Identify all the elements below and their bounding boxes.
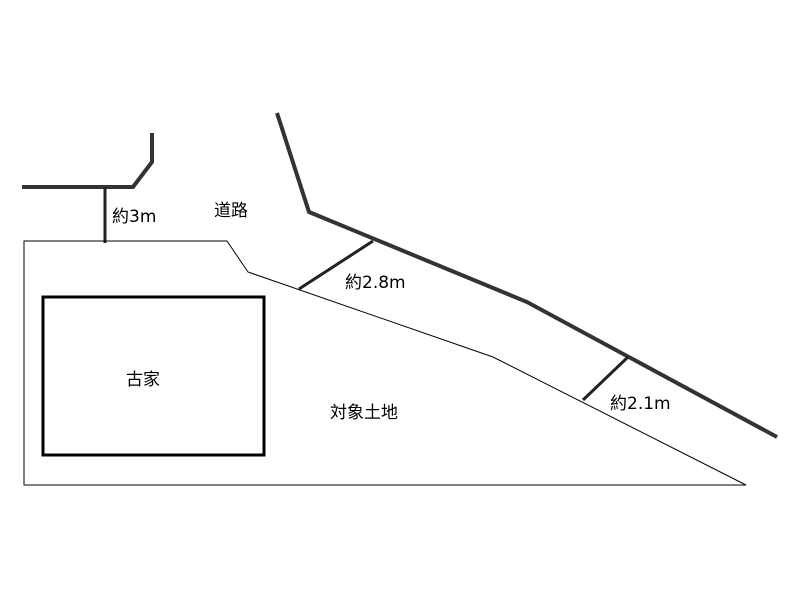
road-edge-upper-left <box>22 133 154 189</box>
old-house-label: 古家 <box>126 370 160 390</box>
target-land-outline <box>23 240 747 486</box>
road-width-label-middle: 約2.8m <box>345 273 406 293</box>
road-edge-diagonal <box>275 112 778 439</box>
road-width-marker-middle <box>298 239 374 291</box>
old-house-outline <box>41 295 266 457</box>
road-width-marker-right <box>581 355 630 402</box>
target-land-label: 対象土地 <box>330 403 398 423</box>
road-width-label-right: 約2.1m <box>610 394 671 414</box>
road-width-label-left: 約3m <box>112 207 156 227</box>
road-label: 道路 <box>214 201 248 221</box>
